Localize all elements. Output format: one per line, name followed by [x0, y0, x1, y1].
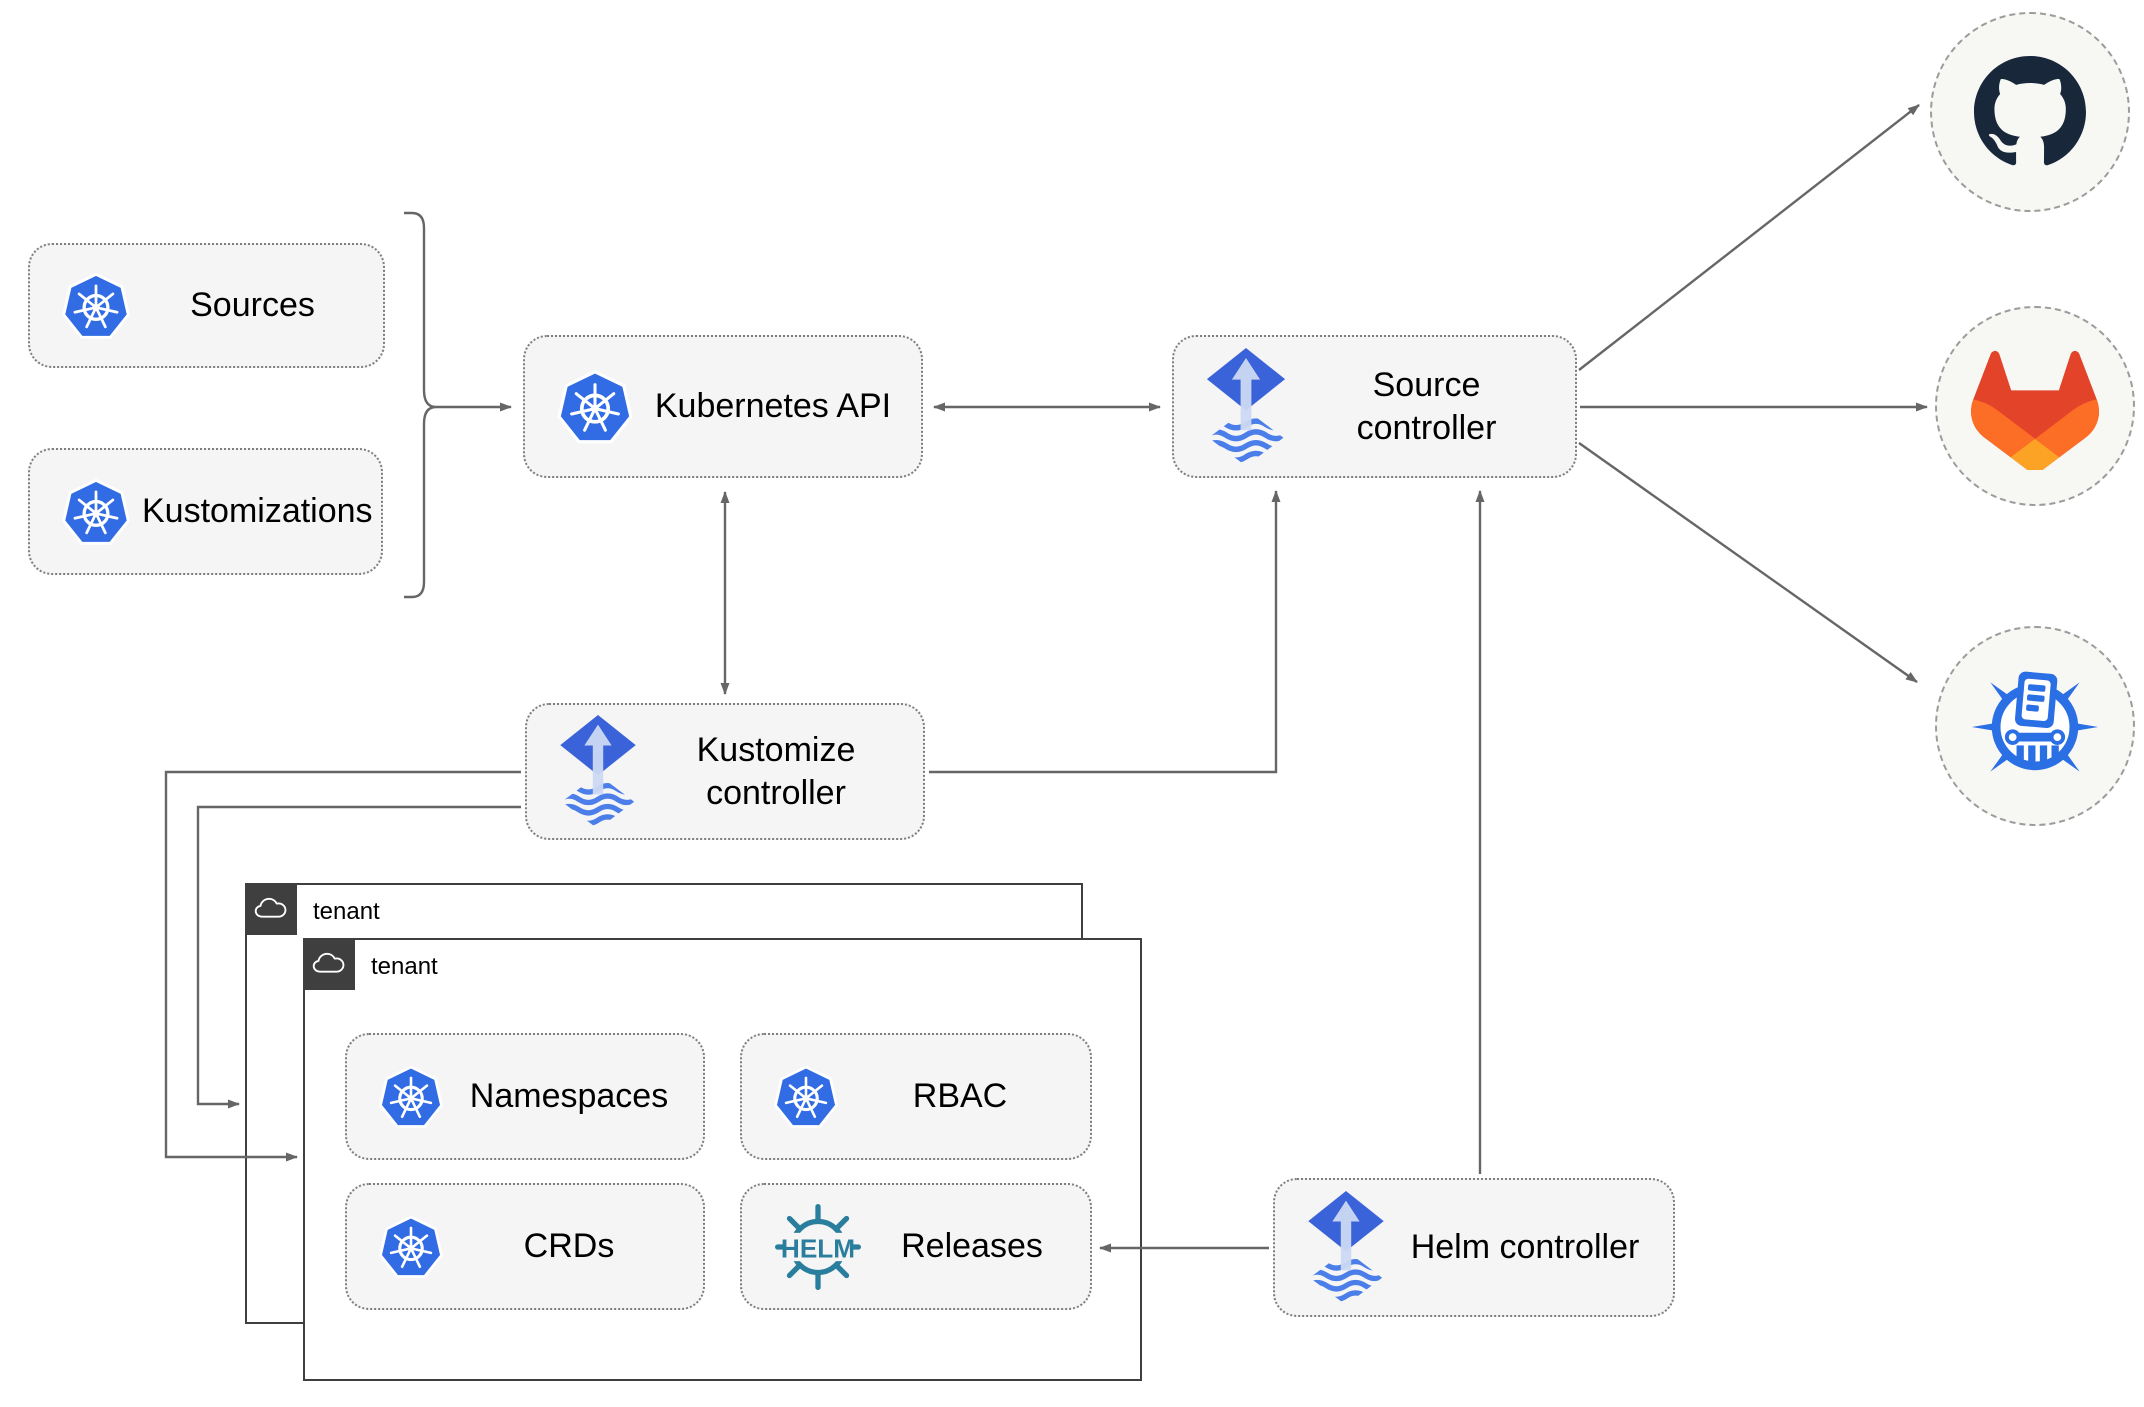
tenant-tab [244, 882, 297, 935]
node-label: RBAC [912, 1077, 1008, 1116]
kubernetes-icon [60, 476, 132, 548]
grouping-brace [404, 211, 437, 599]
kubernetes-icon [555, 367, 635, 447]
tenant-label: tenant [371, 953, 438, 980]
flux-icon [557, 715, 639, 829]
tenant-label: tenant [313, 898, 380, 925]
kubernetes-icon [772, 1063, 840, 1131]
node-source-controller: Source controller [1172, 335, 1577, 478]
flux-icon [1305, 1191, 1387, 1305]
chartmuseum-icon [1967, 653, 2103, 799]
node-label: Kustomizations [142, 492, 373, 531]
node-kustomize-controller: Kustomize controller [525, 703, 925, 840]
node-label: Source controller [1356, 366, 1497, 447]
helm-wheel-icon [772, 1201, 864, 1293]
tenant-tab [302, 937, 355, 990]
node-rbac: RBAC [740, 1033, 1092, 1160]
node-sources: Sources [28, 243, 385, 368]
kubernetes-icon [377, 1063, 445, 1131]
cloud-icon [312, 952, 346, 976]
node-label: CRDs [523, 1227, 615, 1266]
wire-kustomize-source [929, 490, 1281, 774]
node-label: Releases [901, 1227, 1043, 1266]
node-label: Kubernetes API [654, 387, 892, 426]
wire-source-github [1578, 104, 1920, 371]
github-provider [1930, 12, 2130, 212]
chartmuseum-provider [1935, 626, 2135, 826]
wire-source-chartmuseum [1578, 442, 1918, 683]
kubernetes-icon [377, 1213, 445, 1281]
github-icon [1974, 56, 2086, 168]
node-kubernetes-api: Kubernetes API [523, 335, 923, 478]
node-crds: CRDs [345, 1183, 705, 1310]
gitlab-provider [1935, 306, 2135, 506]
gitlab-icon [1965, 342, 2105, 470]
cloud-icon [254, 897, 288, 921]
node-label: Kustomize controller [696, 731, 856, 812]
flux-icon [1204, 348, 1288, 466]
node-label: Namespaces [469, 1077, 669, 1116]
node-namespaces: Namespaces [345, 1033, 705, 1160]
node-releases: Releases [740, 1183, 1092, 1310]
kubernetes-icon [60, 270, 132, 342]
node-label: Sources [190, 286, 315, 325]
node-label: Helm controller [1410, 1228, 1640, 1267]
node-kustomizations: Kustomizations [28, 448, 383, 575]
node-helm-controller: Helm controller [1273, 1178, 1675, 1317]
